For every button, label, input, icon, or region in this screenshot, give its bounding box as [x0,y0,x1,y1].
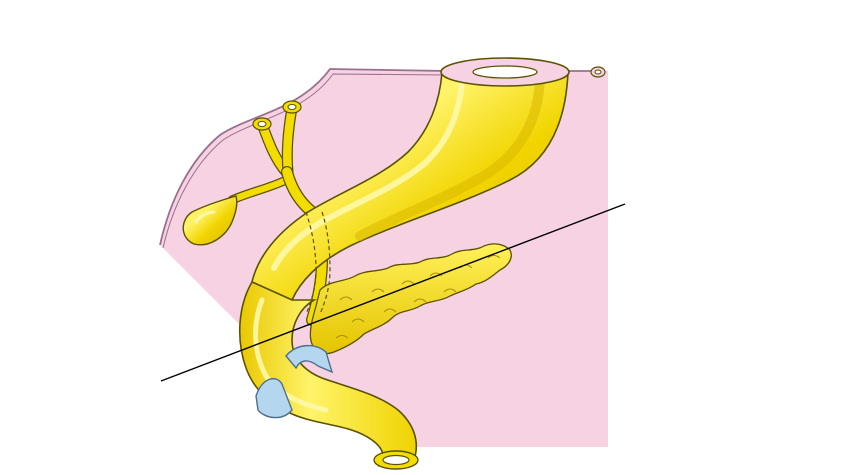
rotation-arrow-2 [255,377,293,419]
rotation-arrow-1 [285,345,334,374]
pancreas [309,243,512,355]
rotation-axis-line [160,203,626,382]
mesentery-edge-inner [162,73,446,249]
gallbladder [182,175,291,246]
vessel-cross-section [590,66,606,78]
stomach [251,57,570,302]
